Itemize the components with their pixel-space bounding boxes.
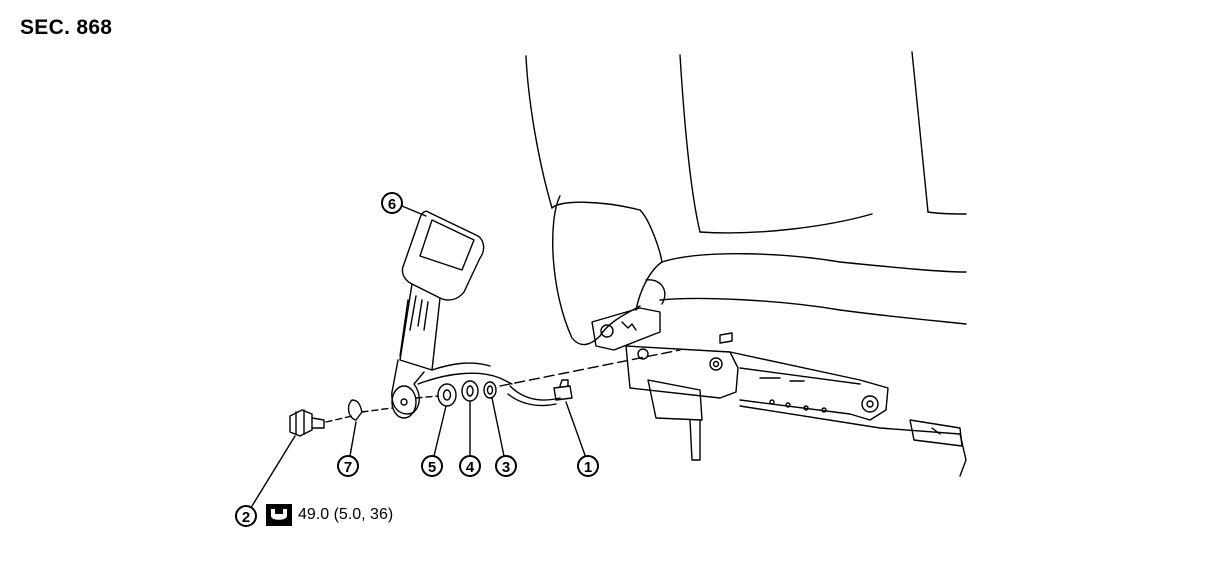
callout-5: 5 (421, 455, 443, 477)
washer-5 (437, 383, 457, 407)
leader-7 (349, 421, 357, 457)
leader-2 (251, 435, 296, 507)
callout-1: 1 (577, 455, 599, 477)
seat-back (525, 51, 967, 263)
svg-text:2: 2 (242, 509, 250, 526)
callout-4: 4 (459, 455, 481, 477)
callout-7: 7 (337, 455, 359, 477)
leader-3 (491, 397, 505, 457)
svg-text:7: 7 (344, 459, 352, 476)
torque-value: 49.0 (5.0, 36) (298, 506, 394, 523)
svg-text:6: 6 (388, 196, 396, 213)
seat-belt-buckle (391, 210, 561, 419)
harness-connector (553, 379, 573, 401)
svg-text:3: 3 (502, 459, 510, 476)
seat-frame (591, 307, 967, 477)
svg-text:4: 4 (466, 459, 475, 476)
washer-4 (461, 380, 479, 402)
svg-text:5: 5 (428, 459, 436, 476)
cover-7 (347, 399, 363, 421)
bolt (289, 409, 325, 437)
seat-cushion (552, 195, 967, 346)
callout-6: 6 (381, 192, 403, 214)
leader-5 (433, 405, 447, 457)
section-label: SEC. 868 (20, 16, 113, 39)
svg-text:1: 1 (584, 459, 592, 476)
washer-3 (483, 381, 497, 399)
callout-2: 2 (235, 505, 257, 527)
callout-3: 3 (495, 455, 517, 477)
leader-6 (401, 205, 427, 217)
leader-1 (565, 401, 587, 459)
torque-wrench-icon (266, 504, 292, 526)
